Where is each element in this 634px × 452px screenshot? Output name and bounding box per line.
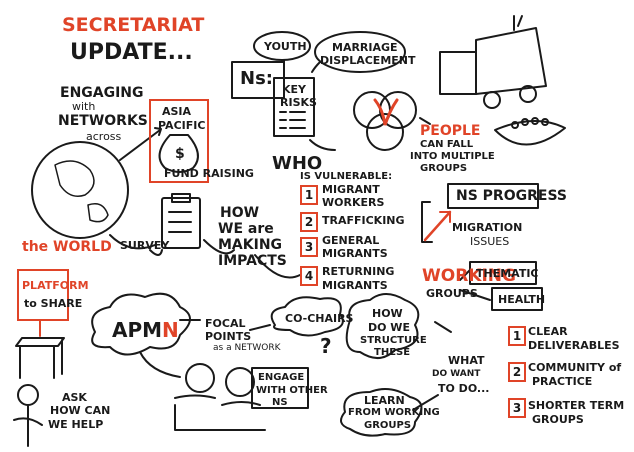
apmn-n: N [162, 318, 179, 342]
vulnerable-item-1-l2: WORKERS [322, 196, 385, 209]
vulnerable-num-2: 2 [300, 212, 318, 232]
focal-l1: FOCAL [205, 317, 246, 330]
learn-l1: LEARN [364, 394, 405, 407]
health-label: HEALTH [498, 293, 546, 306]
survey-label: SURVEY [120, 239, 170, 252]
structure-l1: HOW [372, 307, 403, 320]
vulnerable-num-4: 4 [300, 266, 318, 286]
people-label: PEOPLE [420, 123, 481, 139]
outcome-3-l1: SHORTER TERM [528, 399, 625, 412]
vulnerable-item-1-l1: MIGRANT [322, 183, 380, 196]
outcome-1-l2: DELIVERABLES [528, 339, 620, 352]
engaging-line2: NETWORKS [58, 113, 148, 129]
vulnerable-item-3-l1: GENERAL [322, 234, 380, 247]
engage-l3: NS [272, 397, 288, 408]
apmn-label: APMN [112, 320, 179, 340]
person-face-icon [225, 367, 255, 397]
ns-label: Ns: [240, 68, 273, 89]
share-label: to SHARE [24, 297, 83, 310]
outcome-num-3: 3 [508, 398, 526, 418]
marriage-tag: MARRIAGE [332, 41, 398, 54]
ask-l3: WE HELP [48, 418, 104, 431]
world-label: the WORLD [22, 239, 112, 255]
vulnerable-subtitle: IS VULNERABLE: [300, 171, 393, 182]
question-mark: ? [320, 334, 332, 358]
structure-l4: THESE [374, 347, 411, 358]
platform-label: PLATFORM [22, 279, 89, 292]
outcome-2-l1: COMMUNITY of [528, 361, 622, 374]
dollar-sign: $ [175, 146, 185, 162]
key-label: KEY [282, 83, 307, 96]
truck-body-icon [475, 27, 547, 95]
impacts-l1: HOW [220, 205, 260, 221]
apmn-main: APM [112, 318, 163, 342]
clipboard-icon [161, 197, 201, 249]
groups-label: GROUPS [426, 287, 478, 300]
vulnerable-item-2-l1: TRAFFICKING [322, 214, 405, 227]
title-line2: UPDATE... [70, 40, 193, 65]
issues-label: ISSUES [470, 235, 510, 248]
globe-icon [31, 141, 129, 239]
boat-icon [494, 119, 566, 146]
pacific-label: PACIFIC [158, 119, 206, 132]
woman-icon [17, 384, 39, 406]
money-bag-icon [158, 134, 199, 173]
structure-l3: STRUCTURE [360, 335, 427, 346]
people-line3: INTO MULTIPLE [410, 151, 495, 162]
engaging-with: with [72, 100, 96, 113]
impacts-l2: WE are [218, 221, 274, 237]
displacement-tag: DISPLACEMENT [320, 54, 416, 67]
table-icon [15, 337, 65, 347]
risks-label: RISKS [280, 96, 317, 109]
whatdo-l1: WHAT [448, 354, 485, 367]
vulnerable-item-4-l1: RETURNING [322, 265, 395, 278]
ask-l1: ASK [62, 391, 87, 404]
vulnerable-item-3-l2: MIGRANTS [322, 247, 388, 260]
engaging-across: across [86, 130, 122, 143]
asia-label: ASIA [162, 105, 192, 118]
learn-l2: FROM WORKING [348, 407, 440, 418]
focal-l3: as a NETWORK [213, 343, 281, 353]
engage-l1: ENGAGE [258, 372, 305, 383]
engaging-line1: ENGAGING [60, 85, 144, 101]
outcome-3-l2: GROUPS [532, 413, 584, 426]
outcome-num-1: 1 [508, 326, 526, 346]
outcome-num-2: 2 [508, 362, 526, 382]
vulnerable-item-4-l2: MIGRANTS [322, 279, 388, 292]
learn-l3: GROUPS [364, 420, 412, 431]
engage-l2: WITH OTHER [256, 385, 328, 396]
ns-progress-label: NS PROGRESS [456, 188, 567, 204]
impacts-l4: IMPACTS [218, 253, 287, 269]
impacts-l3: MAKING [218, 237, 283, 253]
youth-tag: YOUTH [264, 40, 307, 53]
focal-l2: POINTS [205, 330, 252, 343]
people-line2: CAN FALL [420, 139, 474, 150]
ask-l2: HOW CAN [50, 404, 111, 417]
cochairs-label: CO-CHAIRS [285, 312, 354, 325]
whatdo-l3: TO DO... [438, 382, 490, 395]
working-label: WORKING [422, 266, 516, 286]
vulnerable-num-3: 3 [300, 237, 318, 257]
person-face-icon [185, 363, 215, 393]
people-line4: GROUPS [420, 163, 468, 174]
title-line1: SECRETARIAT [62, 14, 205, 36]
who-label: WHO [272, 153, 323, 174]
structure-l2: DO WE [368, 321, 410, 334]
outcome-1-l1: CLEAR [528, 325, 568, 338]
fundraising-label: FUND RAISING [164, 167, 254, 180]
outcome-2-l2: PRACTICE [532, 375, 593, 388]
truck-cab-icon [439, 51, 477, 95]
vulnerable-num-1: 1 [300, 185, 318, 205]
whatdo-l2: DO WANT [432, 369, 481, 379]
migration-label: MIGRATION [452, 221, 523, 234]
thematic-label: THEMATIC [476, 267, 539, 280]
